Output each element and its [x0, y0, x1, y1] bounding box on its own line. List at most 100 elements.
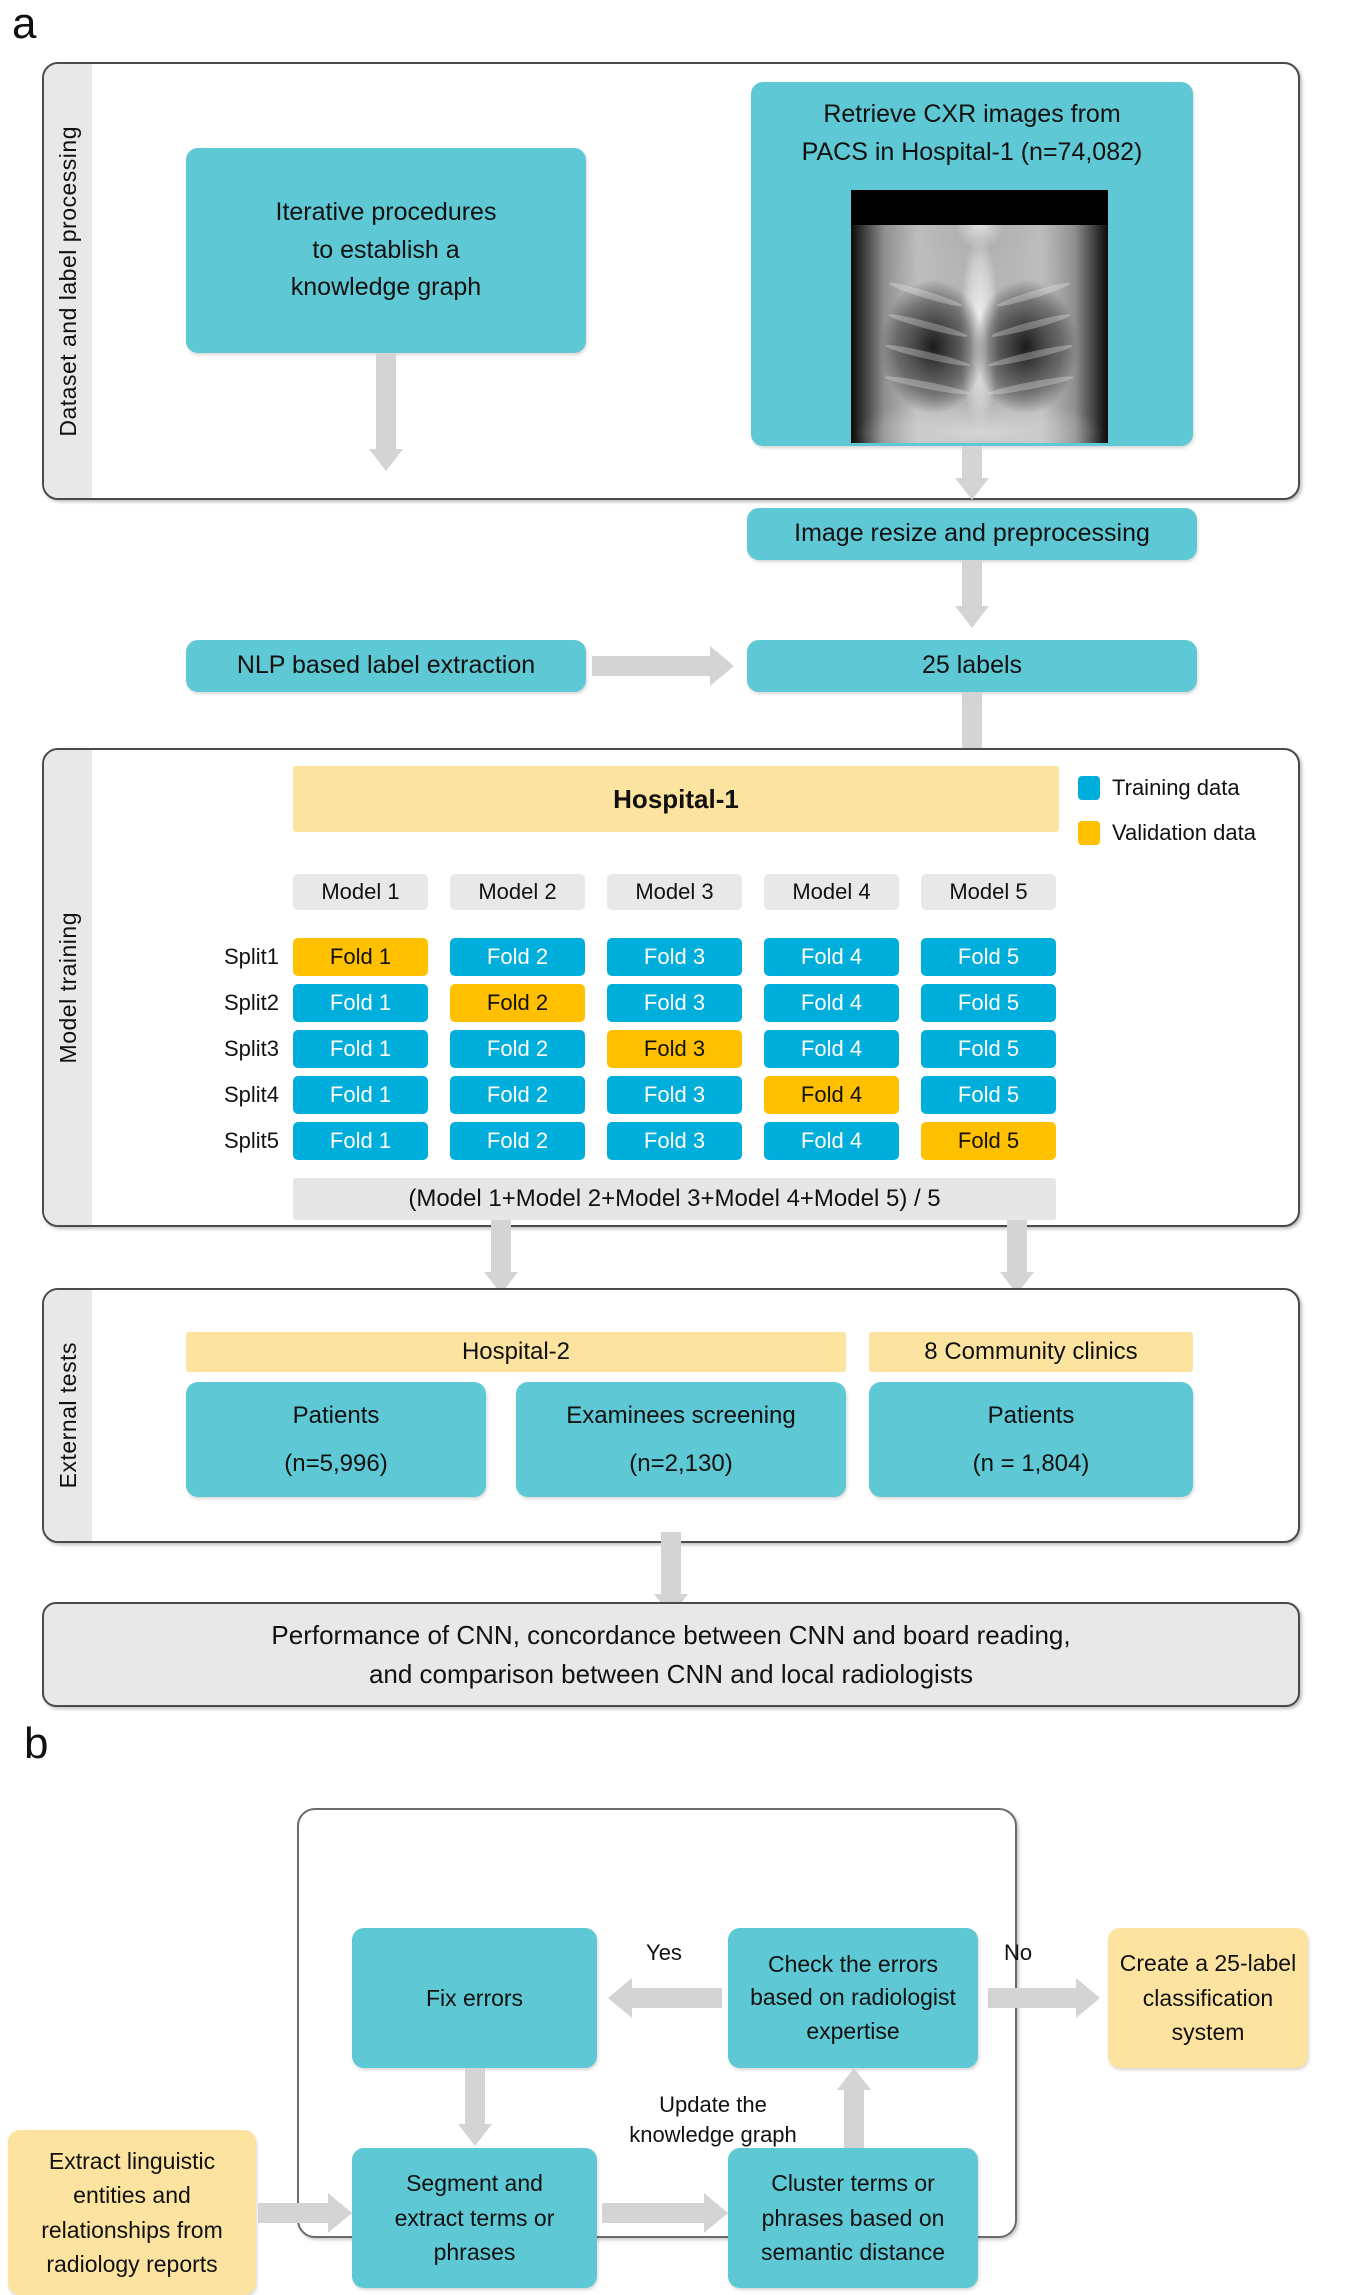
- knowledge-graph-loop-frame: [297, 1808, 1017, 2238]
- legend-validation-data: Validation data: [1078, 820, 1256, 846]
- split-label-1: Split1: [223, 944, 279, 969]
- source-line-1: Extract linguistic: [48, 2147, 216, 2174]
- summary-outcome-box: Performance of CNN, concordance between …: [42, 1602, 1300, 1707]
- box-segment-extract-terms: Segment and extract terms or phrases: [352, 2148, 597, 2288]
- section-label-dataset-processing: Dataset and label processing: [44, 64, 92, 498]
- external-group-count: (n=5,996): [284, 1449, 388, 1477]
- cluster-line-1: Cluster terms or: [771, 2170, 935, 2197]
- external-group-title: Examinees screening: [566, 1401, 796, 1429]
- cohort-clinics-label: 8 Community clinics: [924, 1338, 1138, 1365]
- fold-cell: Fold 5: [921, 1076, 1056, 1114]
- fold-cell: Fold 3: [607, 1122, 742, 1160]
- cohort-bar-community-clinics: 8 Community clinics: [869, 1332, 1193, 1372]
- ensemble-formula-bar: (Model 1+Model 2+Model 3+Model 4+Model 5…: [293, 1178, 1056, 1220]
- edge-label-yes: Yes: [646, 1940, 682, 1965]
- arrow-cxr-to-resize: [940, 446, 1004, 506]
- arrow-nlp-to-labels: [592, 646, 742, 686]
- cxr-ribs: [851, 190, 1108, 443]
- arrow-iterative-to-nlp: [354, 353, 418, 478]
- retrieve-line-1: Retrieve CXR images from: [823, 100, 1121, 128]
- split-label-2: Split2: [223, 990, 279, 1015]
- fold-cell: Fold 5: [921, 1122, 1056, 1160]
- box-create-classification-system: Create a 25-label classification system: [1108, 1928, 1308, 2068]
- summary-line-2: and comparison between CNN and local rad…: [368, 1658, 974, 1689]
- box-25-labels: 25 labels: [747, 640, 1197, 692]
- summary-line-1: Performance of CNN, concordance between …: [271, 1619, 1071, 1650]
- iterative-line-2: to establish a: [312, 235, 460, 264]
- update-line-2: knowledge graph: [629, 2121, 797, 2147]
- split-label-5: Split5: [223, 1128, 279, 1153]
- arrow-check-to-fix-yes: [608, 1978, 722, 2018]
- segment-line-3: phrases: [433, 2239, 516, 2266]
- box-image-resize: Image resize and preprocessing: [747, 508, 1197, 560]
- fold-cell: Fold 1: [293, 938, 428, 976]
- nlp-extraction-label: NLP based label extraction: [236, 651, 536, 680]
- retrieve-line-2: PACS in Hospital-1 (n=74,082): [801, 137, 1143, 166]
- ensemble-formula-label: (Model 1+Model 2+Model 3+Model 4+Model 5…: [408, 1185, 941, 1212]
- output-line-3: system: [1171, 2019, 1245, 2046]
- edge-label-no: No: [1003, 1940, 1033, 1965]
- fold-cell: Fold 2: [450, 1076, 585, 1114]
- fix-errors-label: Fix errors: [425, 1984, 524, 2011]
- segment-line-2: extract terms or: [394, 2204, 555, 2231]
- segment-line-1: Segment and: [406, 2170, 543, 2197]
- split-label-3: Split3: [223, 1036, 279, 1061]
- fold-cell: Fold 5: [921, 984, 1056, 1022]
- box-cluster-terms: Cluster terms or phrases based on semant…: [728, 2148, 978, 2288]
- legend-validation-label: Validation data: [1112, 820, 1256, 845]
- box-check-errors: Check the errors based on radiologist ex…: [728, 1928, 978, 2068]
- fold-cell: Fold 2: [450, 1030, 585, 1068]
- fold-cell: Fold 3: [607, 984, 742, 1022]
- cluster-line-2: phrases based on: [761, 2204, 945, 2231]
- legend-training-data: Training data: [1078, 775, 1240, 801]
- image-resize-label: Image resize and preprocessing: [794, 519, 1150, 548]
- fold-cell: Fold 2: [450, 938, 585, 976]
- arrow-source-to-segment: [258, 2193, 354, 2233]
- arrow-ensemble-to-clinics: [985, 1220, 1049, 1298]
- source-line-4: radiology reports: [46, 2251, 218, 2277]
- output-line-2: classification: [1142, 1984, 1274, 2011]
- box-extract-linguistic-entities: Extract linguistic entities and relation…: [8, 2130, 256, 2295]
- cxr-thumbnail-image: [851, 190, 1108, 443]
- source-line-3: relationships from: [41, 2216, 223, 2243]
- iterative-line-3: knowledge graph: [290, 273, 482, 302]
- model-header-2: Model 2: [450, 874, 585, 910]
- panel-b-letter: b: [24, 1719, 49, 1768]
- model-header-3: Model 3: [607, 874, 742, 910]
- panel-a-letter: a: [12, 0, 37, 48]
- box-iterative-procedures: Iterative procedures to establish a know…: [186, 148, 586, 353]
- fold-cell: Fold 3: [607, 1030, 742, 1068]
- fold-cell: Fold 5: [921, 1030, 1056, 1068]
- check-line-2: based on radiologist: [750, 1984, 956, 2011]
- external-group-count: (n = 1,804): [972, 1449, 1090, 1477]
- legend-swatch-training: [1078, 776, 1100, 800]
- source-line-2: entities and: [73, 2182, 191, 2208]
- box-fix-errors: Fix errors: [352, 1928, 597, 2068]
- labels-25-label: 25 labels: [921, 651, 1023, 680]
- fold-cell: Fold 2: [450, 1122, 585, 1160]
- fold-cell: Fold 1: [293, 1030, 428, 1068]
- fold-cell: Fold 4: [764, 1076, 899, 1114]
- fold-cell: Fold 4: [764, 984, 899, 1022]
- cluster-line-3: semantic distance: [760, 2239, 946, 2266]
- fold-cell: Fold 1: [293, 1076, 428, 1114]
- cohort-bar-hospital-1: Hospital-1: [293, 766, 1059, 832]
- fold-cell: Fold 4: [764, 1122, 899, 1160]
- external-group-patients-clinics: Patients (n = 1,804): [869, 1382, 1193, 1497]
- output-line-1: Create a 25-label: [1119, 1950, 1297, 1977]
- external-group-title: Patients: [987, 1401, 1075, 1429]
- external-group-patients-hospital2: Patients (n=5,996): [186, 1382, 486, 1497]
- fold-cell: Fold 1: [293, 1122, 428, 1160]
- legend-training-label: Training data: [1112, 775, 1240, 800]
- arrow-segment-to-cluster: [602, 2193, 732, 2233]
- check-line-1: Check the errors: [767, 1950, 938, 1977]
- model-header-4: Model 4: [764, 874, 899, 910]
- external-group-title: Patients: [292, 1401, 380, 1429]
- legend-swatch-validation: [1078, 821, 1100, 845]
- cxr-render: [851, 190, 1108, 443]
- fold-cell: Fold 5: [921, 938, 1056, 976]
- fold-cell: Fold 3: [607, 938, 742, 976]
- arrow-ensemble-to-hospital2: [469, 1220, 533, 1298]
- fold-cell: Fold 2: [450, 984, 585, 1022]
- section-label-external-tests: External tests: [44, 1290, 92, 1541]
